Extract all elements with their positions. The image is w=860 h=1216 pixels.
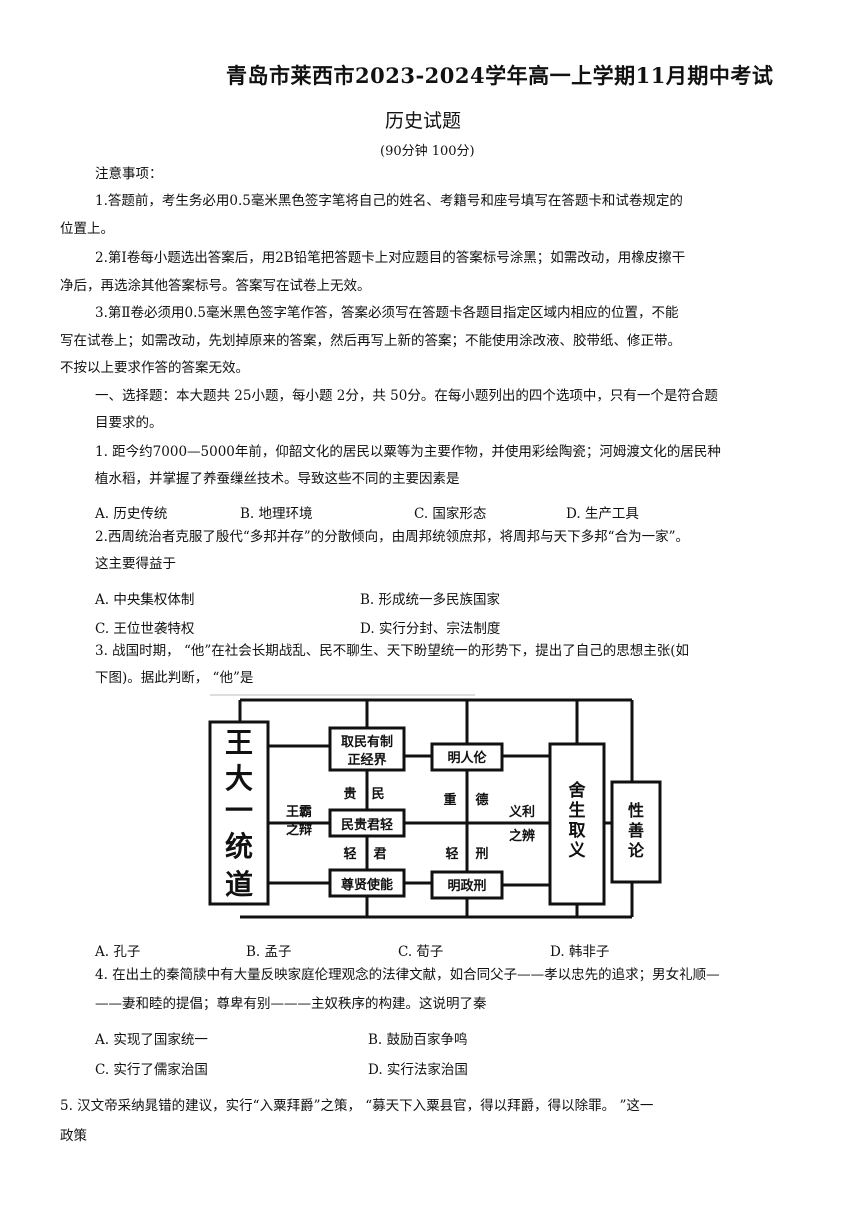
question-3: 下图)。据此判断， “他”是 (95, 670, 254, 686)
question-2: 2.西周统治者克服了殷代“多邦并存”的分散倾向，由周邦统领庶邦，将周邦与天下多邦… (95, 529, 689, 545)
subject-title: 历史试题 (385, 110, 462, 132)
diagram-label: 贵 (343, 786, 356, 802)
notice-line: 写在试卷上；如需改动，先划掉原来的答案，然后再写上新的答案；不能使用涂改液、胶带… (60, 333, 681, 349)
diagram-label: 德 (475, 792, 488, 808)
diagram-left-char: 一 (225, 794, 253, 827)
diagram-box-text: 明人伦 (447, 750, 487, 766)
diagram-box-text: 正经界 (347, 752, 386, 768)
notice-heading: 注意事项： (95, 166, 163, 182)
question-4: ——妻和睦的提倡；尊卑有别———主奴秩序的构建。这说明了秦 (95, 996, 487, 1012)
notice-line: 净后，再选涂其他答案标号。答案写在试卷上无效。 (60, 278, 371, 294)
diagram-left-char: 王 (225, 726, 253, 759)
diagram-vertical-char: 义 (569, 840, 586, 861)
diagram-vertical-char: 性 (628, 801, 644, 820)
diagram-label: 民 (371, 787, 384, 802)
section-heading: 目要求的。 (95, 415, 163, 431)
q1-option-d[interactable]: D. 生产工具 (566, 506, 639, 522)
diagram-vertical-char: 论 (628, 841, 645, 860)
q2-option-c[interactable]: C. 王位世袭特权 (95, 621, 195, 637)
diagram-label: 君 (373, 847, 386, 862)
diagram-label: 重 (443, 792, 456, 808)
notice-line: 1.答题前，考生务必用0.5毫米黑色签字笔将自己的姓名、考籍号和座号填写在答题卡… (95, 193, 683, 209)
question-5: 政策 (60, 1128, 87, 1144)
diagram-label: 王霸 (286, 805, 312, 820)
section-heading: 一、选择题：本大题共 25小题，每小题 2分，共 50分。在每小题列出的四个选项… (95, 388, 718, 404)
diagram-label: 之辨 (509, 828, 535, 844)
question-4: 4. 在出土的秦简牍中有大量反映家庭伦理观念的法律文献，如合同父子——孝以忠先的… (95, 967, 720, 983)
notice-line: 3.第Ⅱ卷必须用0.5毫米黑色签字笔作答，答案必须写在答题卡各题目指定区域内相应… (95, 305, 679, 321)
diagram-vertical-char: 舍 (569, 780, 586, 801)
notice-line: 位置上。 (60, 221, 114, 237)
q1-option-b[interactable]: B. 地理环境 (240, 506, 313, 522)
question-2: 这主要得益于 (95, 556, 176, 572)
diagram-box-text: 民贵君轻 (341, 817, 393, 833)
diagram-box-text: 取民有制 (341, 734, 393, 750)
q4-option-b[interactable]: B. 鼓励百家争鸣 (368, 1032, 468, 1048)
diagram-label: 之辩 (286, 822, 312, 838)
question-5: 5. 汉文帝采纳晁错的建议，实行“入粟拜爵”之策， “募天下入粟县官，得以拜爵，… (60, 1098, 654, 1114)
diagram-vertical-char: 生 (569, 800, 586, 821)
question-3: 3. 战国时期， “他”在社会长期战乱、民不聊生、天下盼望统一的形势下，提出了自… (95, 643, 690, 659)
exam-title: 青岛市莱西市2023-2024学年高一上学期11月期中考试 (226, 63, 774, 88)
diagram-vertical-char: 善 (628, 821, 644, 840)
q4-option-a[interactable]: A. 实现了国家统一 (95, 1032, 208, 1048)
q2-option-b[interactable]: B. 形成统一多民族国家 (360, 592, 501, 608)
time-score: (90分钟 100分) (380, 144, 475, 159)
q4-option-c[interactable]: C. 实行了儒家治国 (95, 1062, 208, 1078)
diagram-box-text: 明政刑 (447, 878, 486, 894)
question-1: 植水稻，并掌握了养蚕缫丝技术。导致这些不同的主要因素是 (95, 471, 460, 487)
notice-line: 2.第Ⅰ卷每小题选出答案后，用2B铅笔把答题卡上对应题目的答案标号涂黑；如需改动… (95, 250, 686, 266)
diagram-label: 刑 (475, 847, 488, 862)
diagram-left-char: 大 (225, 762, 253, 795)
q3-option-b[interactable]: B. 孟子 (246, 944, 292, 960)
mencius-thought-diagram: 王 大 一 统 道 取民有制 正经界 民贵君轻 尊贤使能 明人伦 明政刑 贵 民… (208, 694, 662, 919)
diagram-label: 义利 (509, 804, 535, 820)
diagram-left-char: 统 (225, 830, 253, 863)
q1-option-a[interactable]: A. 历史传统 (95, 506, 168, 522)
q3-option-d[interactable]: D. 韩非子 (550, 944, 610, 960)
q2-option-d[interactable]: D. 实行分封、宗法制度 (360, 621, 501, 637)
diagram-label: 轻 (445, 846, 458, 862)
diagram-left-char: 道 (225, 868, 253, 901)
q3-option-a[interactable]: A. 孔子 (95, 944, 141, 960)
q2-option-a[interactable]: A. 中央集权体制 (95, 592, 195, 608)
diagram-box-text: 尊贤使能 (341, 877, 393, 893)
q1-option-c[interactable]: C. 国家形态 (414, 506, 487, 522)
notice-line: 不按以上要求作答的答案无效。 (60, 360, 249, 376)
q4-option-d[interactable]: D. 实行法家治国 (368, 1062, 468, 1078)
question-1: 1. 距今约7000—5000年前，仰韶文化的居民以粟等为主要作物，并使用彩绘陶… (95, 444, 721, 460)
diagram-label: 轻 (343, 846, 356, 862)
diagram-vertical-char: 取 (569, 821, 586, 841)
q3-option-c[interactable]: C. 荀子 (398, 944, 444, 960)
